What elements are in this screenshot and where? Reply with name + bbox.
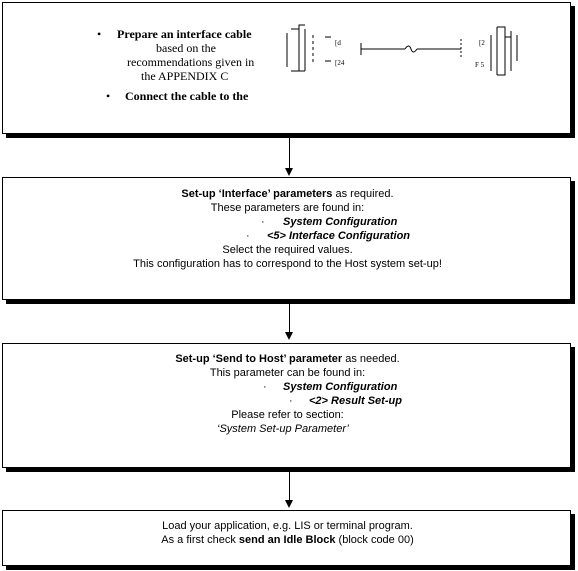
bullet-1: • [97,27,102,41]
idle-block-check: As a first check send an Idle Block (blo… [3,534,572,546]
send-to-host-heading-bold: Set-up ‘Send to Host’ parameter [175,353,343,365]
bullet-1-line-2: based on the [156,41,216,55]
interface-select-values: Select the required values. [222,244,353,256]
interface-cable-illustration: [d [24 [2 F 5 [286,24,518,76]
interface-heading-rest: as required. [332,188,394,200]
bullet-1-title: Prepare an interface cable [117,27,252,41]
cable-label-right-top: [2 [479,39,485,47]
interface-heading-bold: Set-up ‘Interface’ parameters [181,188,333,200]
interface-path-interface-configuration: <5> Interface Configuration [267,230,411,242]
cable-label-left-bottom: [24 [335,59,345,67]
cable-label-left-top: [d [335,39,341,47]
bullet-1-line-3: recommendations given in [127,55,255,69]
flow-arrowhead-2 [285,332,293,340]
send-to-host-heading: Set-up ‘Send to Host’ parameter as neede… [3,353,572,365]
idle-block-pre: As a first check [161,534,239,546]
send-to-host-heading-rest: as needed. [342,353,400,365]
interface-host-note: This configuration has to correspond to … [133,258,442,270]
send-to-host-section-name: ‘System Set-up Parameter’ [217,423,349,435]
flow-arrow-3 [289,471,290,501]
send-to-host-sub-bullet-2: · [289,395,293,407]
send-to-host-sub-bullet-1: · [263,381,267,393]
interface-heading: Set-up ‘Interface’ parameters as require… [3,188,572,200]
send-to-host-path-system-configuration: System Configuration [283,381,398,393]
bullet-1-line-4: the APPENDIX C [141,69,229,83]
send-to-host-path-result-setup: <2> Result Set-up [309,395,402,407]
interface-path-system-configuration: System Configuration [283,216,398,228]
step-box-send-to-host: Set-up ‘Send to Host’ parameter as neede… [2,343,571,468]
idle-block-bold: send an Idle Block [238,534,336,546]
send-to-host-found-in: This parameter can be found in: [209,367,366,379]
step-box-interface-parameters: Set-up ‘Interface’ parameters as require… [2,177,571,300]
bullet-2-title: Connect the cable to the [125,89,249,103]
interface-sub-bullet-1: · [261,216,265,228]
bullet-2: • [106,89,111,103]
interface-found-in: These parameters are found in: [210,202,365,214]
interface-sub-bullet-2: · [246,230,250,242]
send-to-host-refer: Please refer to section: [231,409,344,421]
step-box-load-application: Load your application, e.g. LIS or termi… [2,510,571,566]
cable-label-right-bottom: F 5 [475,61,485,69]
load-application-text: Load your application, e.g. LIS or termi… [162,520,413,532]
flow-arrowhead-1 [285,168,293,176]
flow-arrow-2 [289,303,290,333]
flow-arrowhead-3 [285,500,293,508]
step-box-cable: • Prepare an interface cable based on th… [2,2,571,134]
flow-arrow-1 [289,137,290,169]
idle-block-post: (block code 00) [335,534,414,546]
